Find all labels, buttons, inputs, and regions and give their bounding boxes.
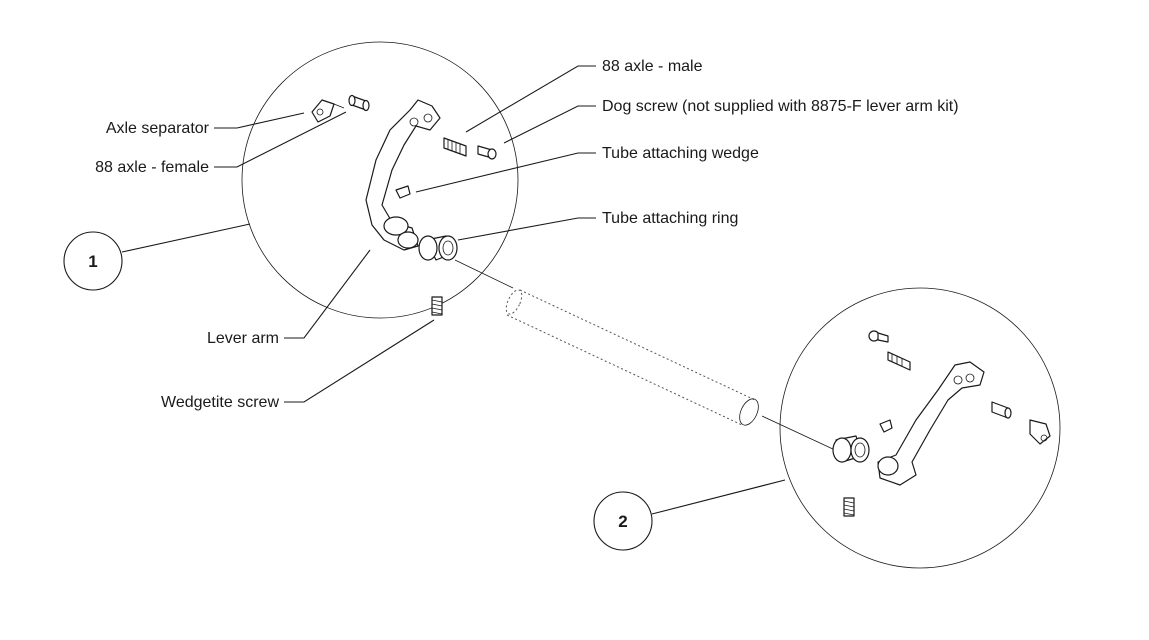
dog-screw-part-2 — [887, 351, 911, 371]
assembly-1 — [311, 94, 497, 316]
wedgetite-screw-part-2 — [843, 497, 855, 517]
tube-wedge-part — [395, 185, 411, 199]
label-tube-ring: Tube attaching ring — [602, 210, 738, 227]
callout-1: 1 — [63, 231, 123, 291]
detail-circle-2 — [779, 287, 1061, 569]
axle-separator-part-2 — [1029, 419, 1051, 445]
callout-2-number: 2 — [618, 512, 627, 531]
axle-male-part — [443, 137, 467, 157]
label-axle-female: 88 axle - female — [95, 159, 209, 176]
part-labels: Axle separator 88 axle - female 88 axle … — [95, 58, 958, 411]
label-axle-male: 88 axle - male — [602, 58, 703, 75]
label-tube-wedge: Tube attaching wedge — [602, 145, 759, 162]
detail-circle-1 — [241, 41, 519, 319]
label-axle-separator: Axle separator — [106, 120, 210, 137]
label-dog-screw: Dog screw (not supplied with 8875-F leve… — [602, 98, 959, 115]
axle-female-part-2 — [991, 401, 1012, 419]
axle-female-part — [348, 94, 370, 112]
label-wedgetite-screw: Wedgetite screw — [161, 394, 279, 411]
tube-wedge-part-2 — [879, 419, 893, 433]
wedgetite-screw-part — [431, 296, 443, 316]
leader-lines — [121, 65, 786, 515]
assembly-2 — [832, 330, 1051, 517]
lever-arm-part — [365, 99, 441, 251]
dog-screw-part — [477, 145, 497, 160]
tube-ring-part — [418, 235, 458, 261]
label-lever-arm: Lever arm — [207, 330, 279, 347]
callout-2: 2 — [593, 491, 653, 551]
tube-ring-part-2 — [832, 435, 870, 463]
callout-1-number: 1 — [88, 252, 97, 271]
tube — [454, 259, 836, 451]
axle-separator-part — [311, 99, 345, 123]
axle-male-part-2 — [868, 330, 889, 343]
lever-arm-part-2 — [877, 361, 985, 486]
